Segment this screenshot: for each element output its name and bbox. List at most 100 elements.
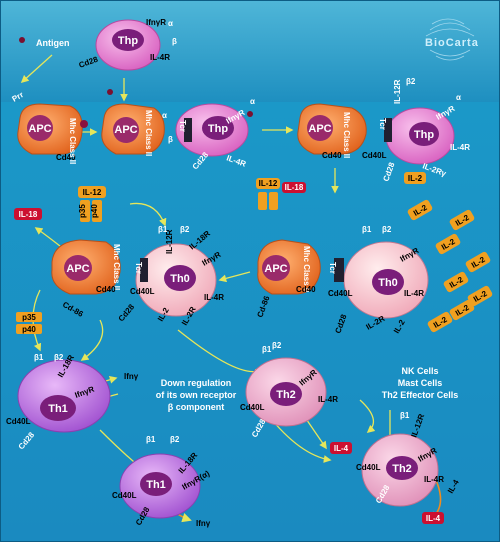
svg-text:Cd40: Cd40 bbox=[322, 151, 342, 160]
svg-text:Tcr: Tcr bbox=[178, 120, 187, 132]
svg-text:APC: APC bbox=[264, 263, 287, 275]
svg-text:Mast Cells: Mast Cells bbox=[398, 378, 443, 388]
p35-p40-left: p35 p40 bbox=[16, 312, 42, 334]
apc-cell-1: APC Prr Cd40 Mhc Class II bbox=[11, 90, 88, 164]
il4-secreted: IL-4 bbox=[422, 512, 444, 524]
svg-text:Cd40L: Cd40L bbox=[240, 403, 265, 412]
svg-text:p35: p35 bbox=[78, 204, 87, 218]
svg-text:p35: p35 bbox=[22, 313, 36, 322]
svg-text:Cd40L: Cd40L bbox=[130, 287, 155, 296]
svg-text:β2: β2 bbox=[180, 225, 190, 234]
svg-text:Mhc Class II: Mhc Class II bbox=[112, 244, 121, 290]
svg-text:β2: β2 bbox=[272, 341, 282, 350]
svg-text:Th2: Th2 bbox=[392, 463, 412, 475]
svg-text:β2: β2 bbox=[54, 353, 64, 362]
svg-text:Mhc Class II: Mhc Class II bbox=[342, 112, 351, 158]
thp-nucleus bbox=[112, 29, 144, 51]
svg-text:Tcr: Tcr bbox=[134, 262, 143, 274]
svg-text:APC: APC bbox=[66, 263, 89, 275]
cd40-label: Cd40 bbox=[56, 153, 76, 162]
thp-cell-top: Thp IfnγR α β IL-4R Cd28 bbox=[78, 18, 177, 71]
ifngr-label: IfnγR bbox=[146, 18, 166, 27]
svg-text:Cd40L: Cd40L bbox=[328, 289, 353, 298]
svg-text:β: β bbox=[172, 37, 177, 46]
svg-text:Mhc Class II: Mhc Class II bbox=[144, 110, 153, 156]
apc-cell-2: APC Mhc Class II α β bbox=[101, 103, 173, 156]
svg-text:IL-4R: IL-4R bbox=[424, 475, 444, 484]
antigen: Antigen bbox=[19, 37, 253, 117]
ifng-secreted-1: Ifnγ bbox=[124, 372, 139, 381]
th1-cell-1: Th1 Cd40L β1 β2 IL-18R IfnγR Cd28 bbox=[6, 353, 111, 451]
svg-text:β component: β component bbox=[168, 402, 225, 412]
svg-text:α: α bbox=[250, 97, 255, 106]
thp-label: Thp bbox=[118, 35, 138, 47]
thp-cell-row1-right: Thp Tcr Cd40L IL-12R β2 IfnγR α IL-4R IL… bbox=[362, 77, 470, 184]
nk-cells-note: NK Cells Mast Cells Th2 Effector Cells bbox=[382, 366, 459, 400]
svg-text:Th1: Th1 bbox=[146, 479, 166, 491]
svg-text:Cd40: Cd40 bbox=[96, 285, 116, 294]
antigen-label: Antigen bbox=[36, 38, 70, 48]
biocarta-logo: BioCarta bbox=[425, 18, 479, 61]
th2-cell-2: Th2 Cd40L β1 IL-12R IfnγR IL-4R IL-4 Cd2… bbox=[356, 411, 461, 507]
svg-text:Cd40L: Cd40L bbox=[112, 491, 137, 500]
svg-text:β1: β1 bbox=[400, 411, 410, 420]
th0-cell-right: Th0 Tcr Cd40L β1 β2 IfnγR IL-4R IL-2R IL… bbox=[328, 225, 429, 335]
il4-chip: IL-4 bbox=[330, 442, 352, 454]
svg-text:IL-18: IL-18 bbox=[19, 210, 38, 219]
il18-left: IL-18 bbox=[14, 208, 42, 220]
extracellular-background bbox=[0, 0, 500, 102]
svg-text:Mhc Class II: Mhc Class II bbox=[68, 118, 77, 164]
svg-text:IL-12: IL-12 bbox=[83, 188, 102, 197]
svg-text:β: β bbox=[168, 135, 173, 144]
svg-text:Cd40: Cd40 bbox=[296, 285, 316, 294]
svg-text:β2: β2 bbox=[382, 225, 392, 234]
il2-cluster: IL-2 IL-2 IL-2 IL-2 IL-2 IL-2 IL-2 IL-2 bbox=[407, 199, 493, 333]
svg-text:Th1: Th1 bbox=[48, 403, 68, 415]
logo-text: BioCarta bbox=[425, 37, 479, 49]
svg-text:IL-2: IL-2 bbox=[408, 174, 423, 183]
svg-text:IL-4R: IL-4R bbox=[318, 395, 338, 404]
svg-text:Mhc Class II: Mhc Class II bbox=[302, 246, 311, 292]
svg-text:IL-4R: IL-4R bbox=[204, 293, 224, 302]
il4r-label: IL-4R bbox=[150, 53, 170, 62]
svg-text:IL-12R: IL-12R bbox=[393, 79, 402, 104]
apc-cell-3: APC Cd40 Mhc Class II bbox=[297, 103, 367, 160]
svg-text:IL-4: IL-4 bbox=[426, 514, 441, 523]
svg-text:β1: β1 bbox=[362, 225, 372, 234]
svg-text:APC: APC bbox=[114, 124, 137, 136]
svg-text:Down regulation: Down regulation bbox=[161, 378, 232, 388]
svg-text:APC: APC bbox=[308, 123, 331, 135]
svg-text:Thp: Thp bbox=[208, 123, 228, 135]
svg-text:p40: p40 bbox=[90, 204, 99, 218]
svg-text:IL-12R: IL-12R bbox=[165, 229, 174, 254]
svg-text:NK Cells: NK Cells bbox=[401, 366, 438, 376]
svg-text:β1: β1 bbox=[262, 345, 272, 354]
svg-text:Cd40L: Cd40L bbox=[6, 417, 31, 426]
svg-text:of its own receptor: of its own receptor bbox=[156, 390, 237, 400]
antigen-particle bbox=[19, 37, 25, 43]
apc-label: APC bbox=[28, 123, 51, 135]
down-regulation-note: Down regulation of its own receptor β co… bbox=[156, 378, 237, 412]
svg-text:β1: β1 bbox=[158, 225, 168, 234]
svg-text:IL-4R: IL-4R bbox=[404, 289, 424, 298]
svg-text:Th2 Effector Cells: Th2 Effector Cells bbox=[382, 390, 459, 400]
thp-cell-row1: Thp Tcr IfnγR α IL-4R Cd28 bbox=[175, 97, 255, 171]
svg-text:β1: β1 bbox=[146, 435, 156, 444]
svg-text:IL-18: IL-18 bbox=[285, 183, 304, 192]
il12-cytokine-right: IL-12 IL-18 bbox=[256, 178, 306, 210]
svg-text:Th2: Th2 bbox=[276, 389, 296, 401]
svg-text:Cd40L: Cd40L bbox=[362, 151, 387, 160]
svg-text:IL-12: IL-12 bbox=[259, 179, 278, 188]
svg-text:Tcr: Tcr bbox=[378, 118, 387, 130]
svg-text:β1: β1 bbox=[34, 353, 44, 362]
svg-text:Th0: Th0 bbox=[170, 273, 190, 285]
svg-text:Th0: Th0 bbox=[378, 277, 398, 289]
svg-text:α: α bbox=[162, 111, 167, 120]
svg-text:β2: β2 bbox=[170, 435, 180, 444]
svg-text:β2: β2 bbox=[406, 77, 416, 86]
svg-text:Thp: Thp bbox=[414, 129, 434, 141]
svg-text:IL-4R: IL-4R bbox=[450, 143, 470, 152]
svg-text:α: α bbox=[456, 93, 461, 102]
